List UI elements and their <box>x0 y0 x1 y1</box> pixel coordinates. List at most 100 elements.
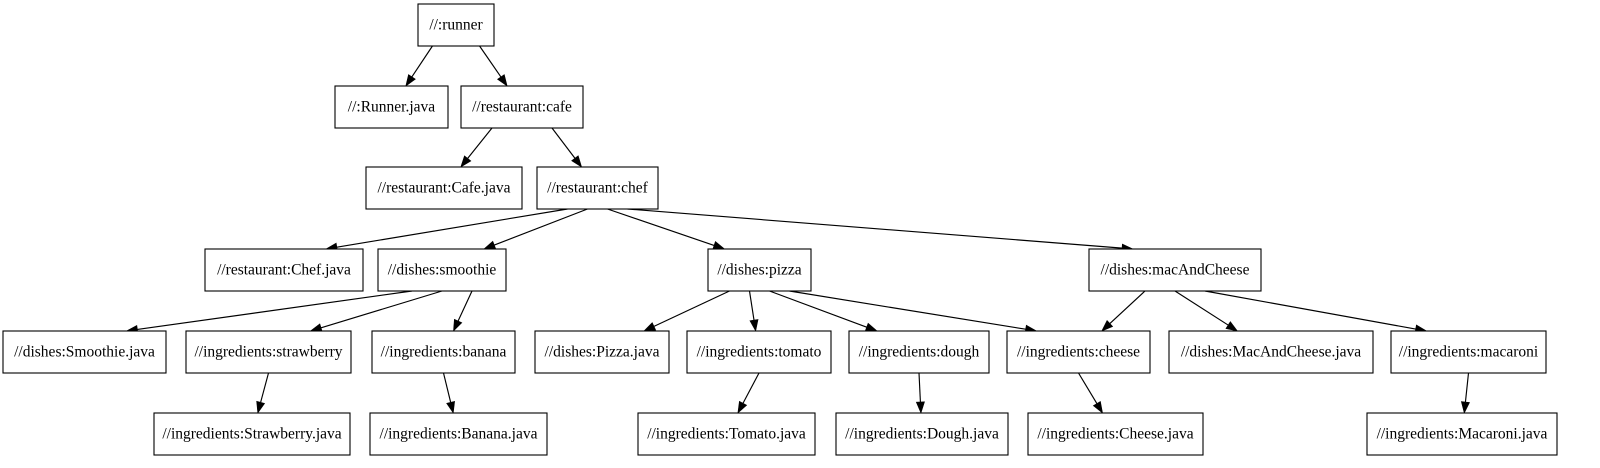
edge-arrowhead <box>497 74 508 87</box>
edge-arrowhead <box>1101 319 1114 332</box>
node-label: //ingredients:Tomato.java <box>647 426 806 443</box>
graph-node-ing_banana[interactable]: //ingredients:banana <box>371 330 516 374</box>
edge-line <box>1109 290 1146 324</box>
node-label: //ingredients:cheese <box>1017 344 1140 361</box>
node-box[interactable] <box>417 3 495 47</box>
edge-arrowhead <box>643 322 657 332</box>
graph-node-cafe_java[interactable]: //restaurant:Cafe.java <box>365 166 523 210</box>
node-box[interactable] <box>377 248 507 292</box>
node-label: //restaurant:Cafe.java <box>378 180 511 197</box>
graph-node-smoothie_java[interactable]: //dishes:Smoothie.java <box>2 330 167 374</box>
node-label: //dishes:Smoothie.java <box>14 344 155 361</box>
edge-arrowhead <box>405 74 416 87</box>
node-label: //ingredients:Banana.java <box>380 426 538 443</box>
edge-line <box>1078 372 1098 404</box>
edge-arrowhead <box>453 318 463 332</box>
graph-node-ing_tomato[interactable]: //ingredients:tomato <box>686 330 832 374</box>
edge-line <box>1464 372 1470 403</box>
edge-line <box>336 208 568 248</box>
graph-node-strawberry_java[interactable]: //ingredients:Strawberry.java <box>153 412 351 456</box>
node-label: //restaurant:cafe <box>472 99 572 116</box>
node-box[interactable] <box>1027 412 1204 456</box>
graph-node-macandcheese_java[interactable]: //dishes:MacAndCheese.java <box>1168 330 1374 374</box>
edge-line <box>260 372 270 403</box>
node-box[interactable] <box>534 330 670 374</box>
edge-line <box>442 372 452 403</box>
edge-line <box>748 290 755 321</box>
edge-line <box>607 208 715 246</box>
node-box[interactable] <box>460 85 584 129</box>
graph-node-runner_java[interactable]: //:Runner.java <box>334 85 449 129</box>
graph-node-ing_cheese[interactable]: //ingredients:cheese <box>1006 330 1151 374</box>
node-label: //restaurant:chef <box>547 180 649 197</box>
graph-node-ing_dough[interactable]: //ingredients:dough <box>848 330 990 374</box>
graph-node-dishes_macandchs[interactable]: //dishes:macAndCheese <box>1088 248 1262 292</box>
node-label: //ingredients:dough <box>859 344 980 361</box>
edge-line <box>789 290 1026 330</box>
edge-arrowhead <box>1460 401 1470 414</box>
node-box[interactable] <box>707 248 812 292</box>
edge-line <box>627 208 1123 249</box>
edge-line <box>320 290 443 329</box>
edge-arrowhead <box>1225 321 1239 332</box>
node-box[interactable] <box>848 330 990 374</box>
edge-line <box>1174 290 1229 326</box>
node-box[interactable] <box>334 85 449 129</box>
node-box[interactable] <box>2 330 167 374</box>
graph-node-cheese_java[interactable]: //ingredients:Cheese.java <box>1027 412 1204 456</box>
edge-line <box>653 290 730 327</box>
node-box[interactable] <box>1366 412 1558 456</box>
edge-line <box>494 208 588 246</box>
node-box[interactable] <box>1006 330 1151 374</box>
graph-node-tomato_java[interactable]: //ingredients:Tomato.java <box>637 412 816 456</box>
graph-node-pizza_java[interactable]: //dishes:Pizza.java <box>534 330 670 374</box>
edge-line <box>457 290 473 322</box>
node-box[interactable] <box>1390 330 1547 374</box>
node-label: //dishes:smoothie <box>388 262 497 279</box>
node-label: //ingredients:Cheese.java <box>1037 426 1193 443</box>
graph-node-chef_java[interactable]: //restaurant:Chef.java <box>204 248 364 292</box>
graph-node-ing_macaroni[interactable]: //ingredients:macaroni <box>1390 330 1547 374</box>
edge-arrowhead <box>256 400 266 414</box>
graph-node-restaurant_cafe[interactable]: //restaurant:cafe <box>460 85 584 129</box>
node-box[interactable] <box>369 412 548 456</box>
node-box[interactable] <box>835 412 1009 456</box>
node-label: //dishes:macAndCheese <box>1101 262 1250 279</box>
node-label: //restaurant:Chef.java <box>217 262 351 279</box>
edge-arrowhead <box>864 322 878 332</box>
graph-node-banana_java[interactable]: //ingredients:Banana.java <box>369 412 548 456</box>
node-label: //:Runner.java <box>348 99 436 116</box>
edge-line <box>769 290 867 328</box>
node-box[interactable] <box>365 166 523 210</box>
graph-node-dough_java[interactable]: //ingredients:Dough.java <box>835 412 1009 456</box>
edge-arrowhead <box>483 240 497 250</box>
graph-node-dishes_smoothie[interactable]: //dishes:smoothie <box>377 248 507 292</box>
node-box[interactable] <box>153 412 351 456</box>
graph-node-macaroni_java[interactable]: //ingredients:Macaroni.java <box>1366 412 1558 456</box>
node-label: //dishes:Pizza.java <box>545 344 660 361</box>
node-label: //ingredients:Macaroni.java <box>1377 426 1548 443</box>
graph-node-dishes_pizza[interactable]: //dishes:pizza <box>707 248 812 292</box>
graph-node-restaurant_chef[interactable]: //restaurant:chef <box>536 166 659 210</box>
node-label: //dishes:pizza <box>717 262 801 279</box>
edge-line <box>137 290 413 331</box>
node-box[interactable] <box>204 248 364 292</box>
node-box[interactable] <box>185 330 352 374</box>
edge-arrowhead <box>1092 400 1103 414</box>
node-label: //ingredients:strawberry <box>194 344 342 361</box>
node-box[interactable] <box>536 166 659 210</box>
node-box[interactable] <box>637 412 816 456</box>
node-box[interactable] <box>371 330 516 374</box>
node-box[interactable] <box>686 330 832 374</box>
node-box[interactable] <box>1168 330 1374 374</box>
node-label: //ingredients:banana <box>381 344 507 361</box>
edge-arrowhead <box>915 401 925 414</box>
graph-node-ing_strawberry[interactable]: //ingredients:strawberry <box>185 330 352 374</box>
node-label: //ingredients:Strawberry.java <box>162 426 341 443</box>
node-label: //ingredients:tomato <box>697 344 822 361</box>
node-box[interactable] <box>1088 248 1262 292</box>
edge-arrowhead <box>749 319 759 332</box>
edge-arrowhead <box>460 155 472 168</box>
graph-node-runner[interactable]: //:runner <box>417 3 495 47</box>
